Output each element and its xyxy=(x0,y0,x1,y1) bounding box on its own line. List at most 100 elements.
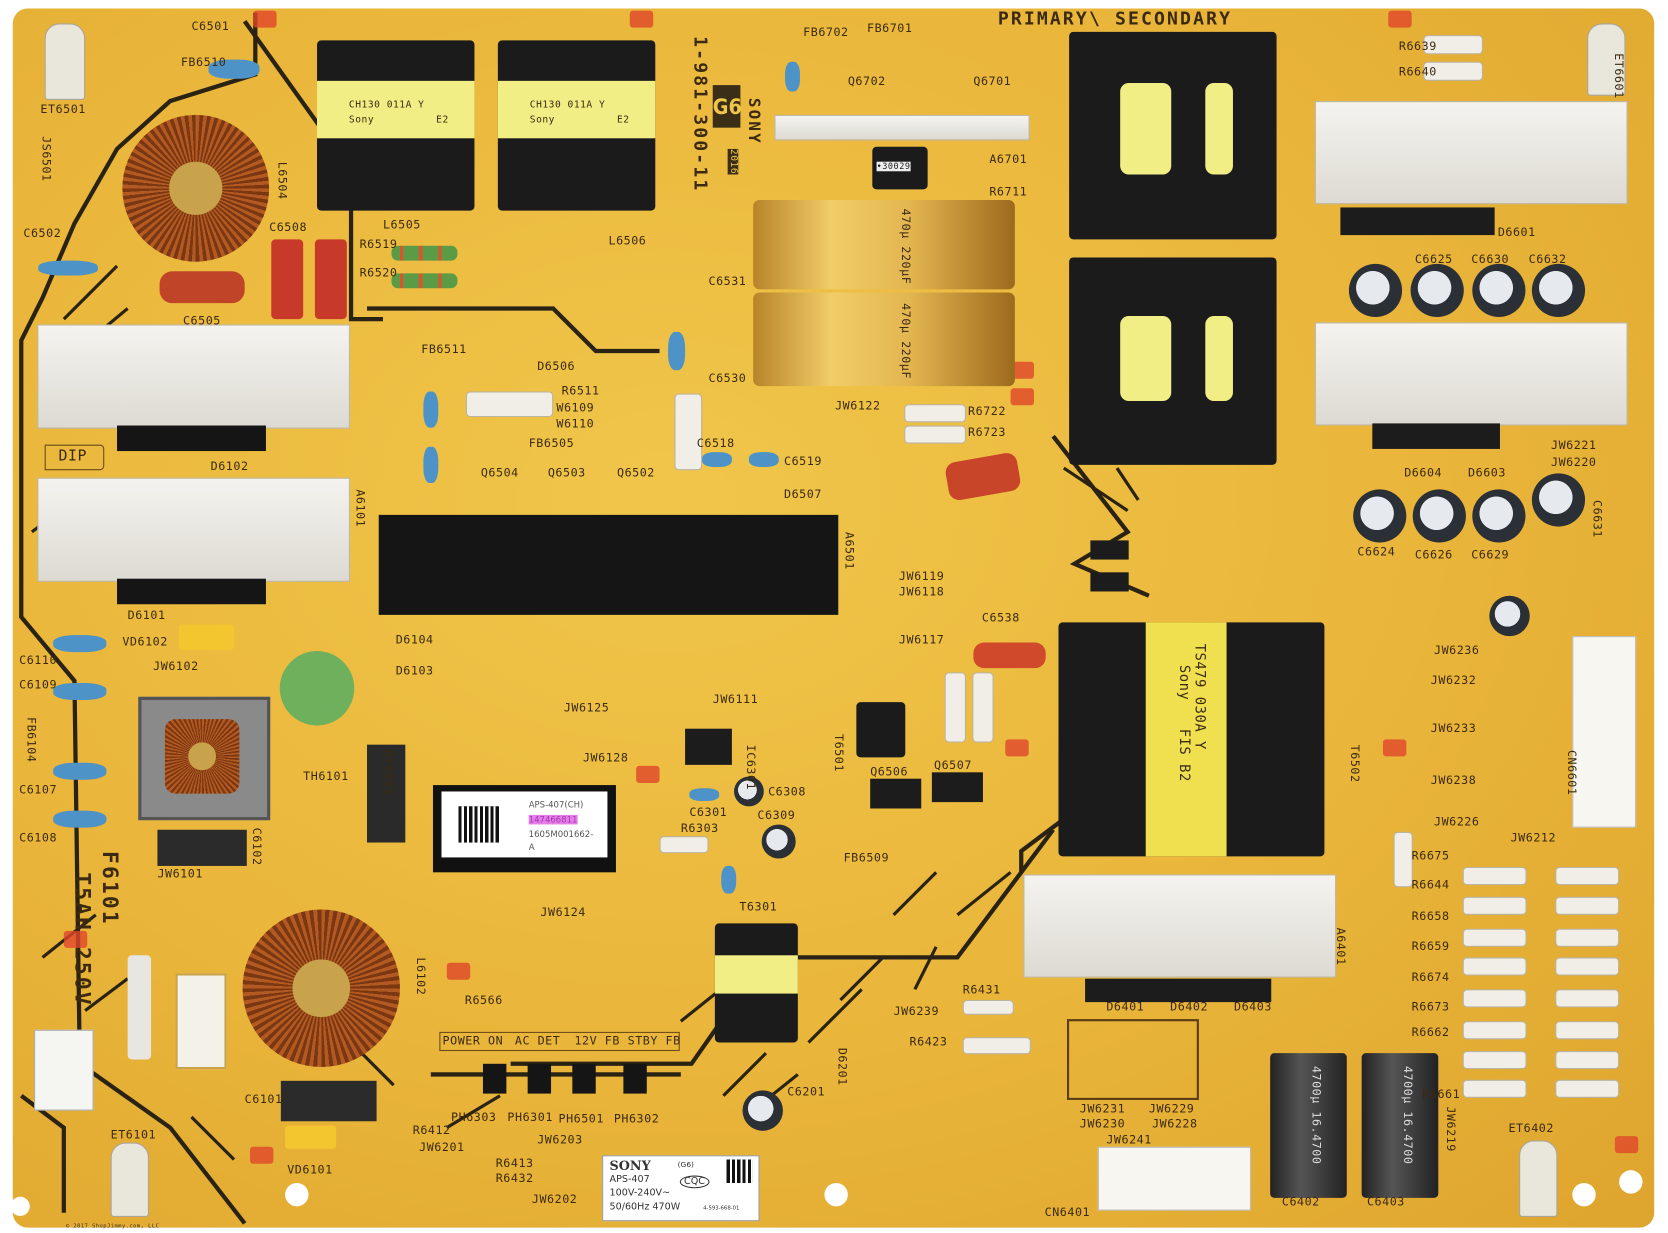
varistor-vd6102 xyxy=(178,624,235,650)
silkscreen-label: C6530 xyxy=(708,371,747,386)
silkscreen-label: W6109 xyxy=(556,401,595,415)
fuse-rating: T5AH 250V xyxy=(70,872,96,1007)
silkscreen-label: JW6119 xyxy=(898,569,945,583)
thermistor-th6101 xyxy=(279,651,355,726)
capacitor xyxy=(1348,263,1403,318)
silkscreen-label: T6301 xyxy=(739,899,778,914)
silkscreen-label: R6640 xyxy=(1398,64,1437,79)
silkscreen-label: JW6221 xyxy=(1551,438,1597,453)
capacitor-c6630 xyxy=(1472,263,1526,318)
silkscreen-label: R6519 xyxy=(359,237,398,252)
silkscreen-label: D6104 xyxy=(395,632,434,647)
silkscreen-label: R6723 xyxy=(968,425,1006,440)
connector-cn6401[interactable] xyxy=(1097,1146,1252,1211)
ground-lug-et6501 xyxy=(44,23,86,100)
silkscreen-label: JW6128 xyxy=(582,751,629,765)
silkscreen-label: R6644 xyxy=(1411,877,1450,892)
silkscreen-label: CN6401 xyxy=(1044,1205,1091,1220)
transformer-t6502: TS479 030A Y Sony FIS B2 xyxy=(1058,622,1325,857)
optocoupler-ph6302 xyxy=(623,1063,647,1094)
resistor-r6511 xyxy=(465,391,554,418)
resistor xyxy=(1555,928,1620,947)
silkscreen-label: C6501 xyxy=(191,19,230,33)
silkscreen-label: C6625 xyxy=(1414,252,1453,266)
silkscreen-label: Q6507 xyxy=(934,758,972,773)
silkscreen-label: JW6102 xyxy=(153,659,199,674)
silkscreen-label: L6504 xyxy=(275,161,290,200)
capacitor-c6403: 4700μ 16.4700 xyxy=(1361,1053,1439,1198)
silkscreen-label: JW6229 xyxy=(1148,1102,1195,1116)
silkscreen-label: A6501 xyxy=(842,531,857,570)
silkscreen-label: JW6219 xyxy=(1443,1106,1458,1152)
resistor xyxy=(1462,928,1527,947)
silkscreen-label: R6674 xyxy=(1411,970,1450,985)
heatsink-a6101 xyxy=(37,477,350,582)
connector-cn6601[interactable] xyxy=(1572,636,1637,828)
resistor xyxy=(1555,1079,1620,1098)
resistor xyxy=(1555,1051,1620,1070)
silkscreen-label: R6658 xyxy=(1411,909,1450,924)
silkscreen-label: R6662 xyxy=(1411,1025,1450,1040)
silkscreen-label: Q6506 xyxy=(870,764,909,779)
board-part-number: 1-981-300-11 xyxy=(689,36,711,193)
silkscreen-label: JW6117 xyxy=(898,632,945,647)
inductor-l6101 xyxy=(175,973,227,1070)
resistor xyxy=(1462,1079,1527,1098)
silkscreen-label: JW6202 xyxy=(531,1192,578,1207)
transformer-l6505: CH130 011A Y Sony E2 xyxy=(317,40,475,211)
silkscreen-label: C6518 xyxy=(696,436,735,450)
silkscreen-label: R6520 xyxy=(359,265,398,280)
silkscreen-label: D6601 xyxy=(1497,225,1536,240)
capacitor-c6402: 4700μ 16.4700 xyxy=(1270,1053,1347,1198)
connector-cn6101[interactable] xyxy=(34,1029,94,1111)
resistor xyxy=(1462,896,1527,915)
silkscreen-label: R6673 xyxy=(1411,999,1450,1014)
silkscreen-label: JW6122 xyxy=(835,398,881,413)
silkscreen-label: R6639 xyxy=(1398,39,1437,54)
silkscreen-label: C6301 xyxy=(689,805,728,820)
silkscreen-label: JW6101 xyxy=(157,866,203,881)
silkscreen-label: JW6111 xyxy=(712,692,759,707)
silkscreen-label: FB6509 xyxy=(843,851,890,865)
silkscreen-label: C6201 xyxy=(787,1085,826,1099)
silkscreen-label: ET6601 xyxy=(1611,53,1626,99)
silkscreen-label: C6309 xyxy=(757,808,796,823)
capacitor xyxy=(1489,595,1530,637)
transformer-t6501 xyxy=(856,702,906,758)
silkscreen-label: C6629 xyxy=(1471,547,1510,562)
resistor xyxy=(1462,866,1527,886)
mount-hole xyxy=(285,1182,309,1207)
silkscreen-label: L6506 xyxy=(608,234,647,248)
silkscreen-label: R6711 xyxy=(989,185,1028,199)
silkscreen-label: D6403 xyxy=(1234,999,1272,1014)
silkscreen-label: L6102 xyxy=(413,957,428,996)
silkscreen-label: PH6501 xyxy=(558,1111,604,1126)
diode-d6101 xyxy=(117,578,266,605)
optocoupler-ph6301 xyxy=(527,1063,552,1094)
silkscreen-label: JW6118 xyxy=(898,585,945,599)
silkscreen-label: JW6232 xyxy=(1430,673,1477,688)
silkscreen-label: R6431 xyxy=(962,982,1001,997)
silkscreen-label: C6109 xyxy=(19,677,58,692)
silkscreen-label: Q6503 xyxy=(547,465,586,480)
resistor xyxy=(1555,989,1620,1008)
choke-l6103 xyxy=(138,696,271,821)
transformer-l6506: CH130 011A Y Sony E2 xyxy=(497,40,656,211)
silkscreen-label: R6659 xyxy=(1411,939,1450,954)
heatsink-a6102 xyxy=(37,324,350,429)
transformer-t6301 xyxy=(714,923,798,1043)
silkscreen-label: IC6301 xyxy=(743,744,758,791)
silkscreen-label: Q6502 xyxy=(617,465,655,480)
silkscreen-label: R6423 xyxy=(909,1035,948,1049)
silkscreen-label: D6604 xyxy=(1404,465,1443,480)
silkscreen-label: JW6230 xyxy=(1079,1116,1126,1131)
optocoupler-labels: POWER ON AC DET 12V FB STBY FB xyxy=(439,1031,680,1052)
silkscreen-label: R6722 xyxy=(968,404,1006,419)
silkscreen-label: D6402 xyxy=(1170,999,1209,1014)
silkscreen-label: C6505 xyxy=(182,313,221,328)
silkscreen-label: R6675 xyxy=(1411,848,1450,863)
silkscreen-label: VD6101 xyxy=(287,1162,333,1177)
silkscreen-label: ET6101 xyxy=(110,1127,157,1142)
capacitor-c6624 xyxy=(1353,489,1407,543)
